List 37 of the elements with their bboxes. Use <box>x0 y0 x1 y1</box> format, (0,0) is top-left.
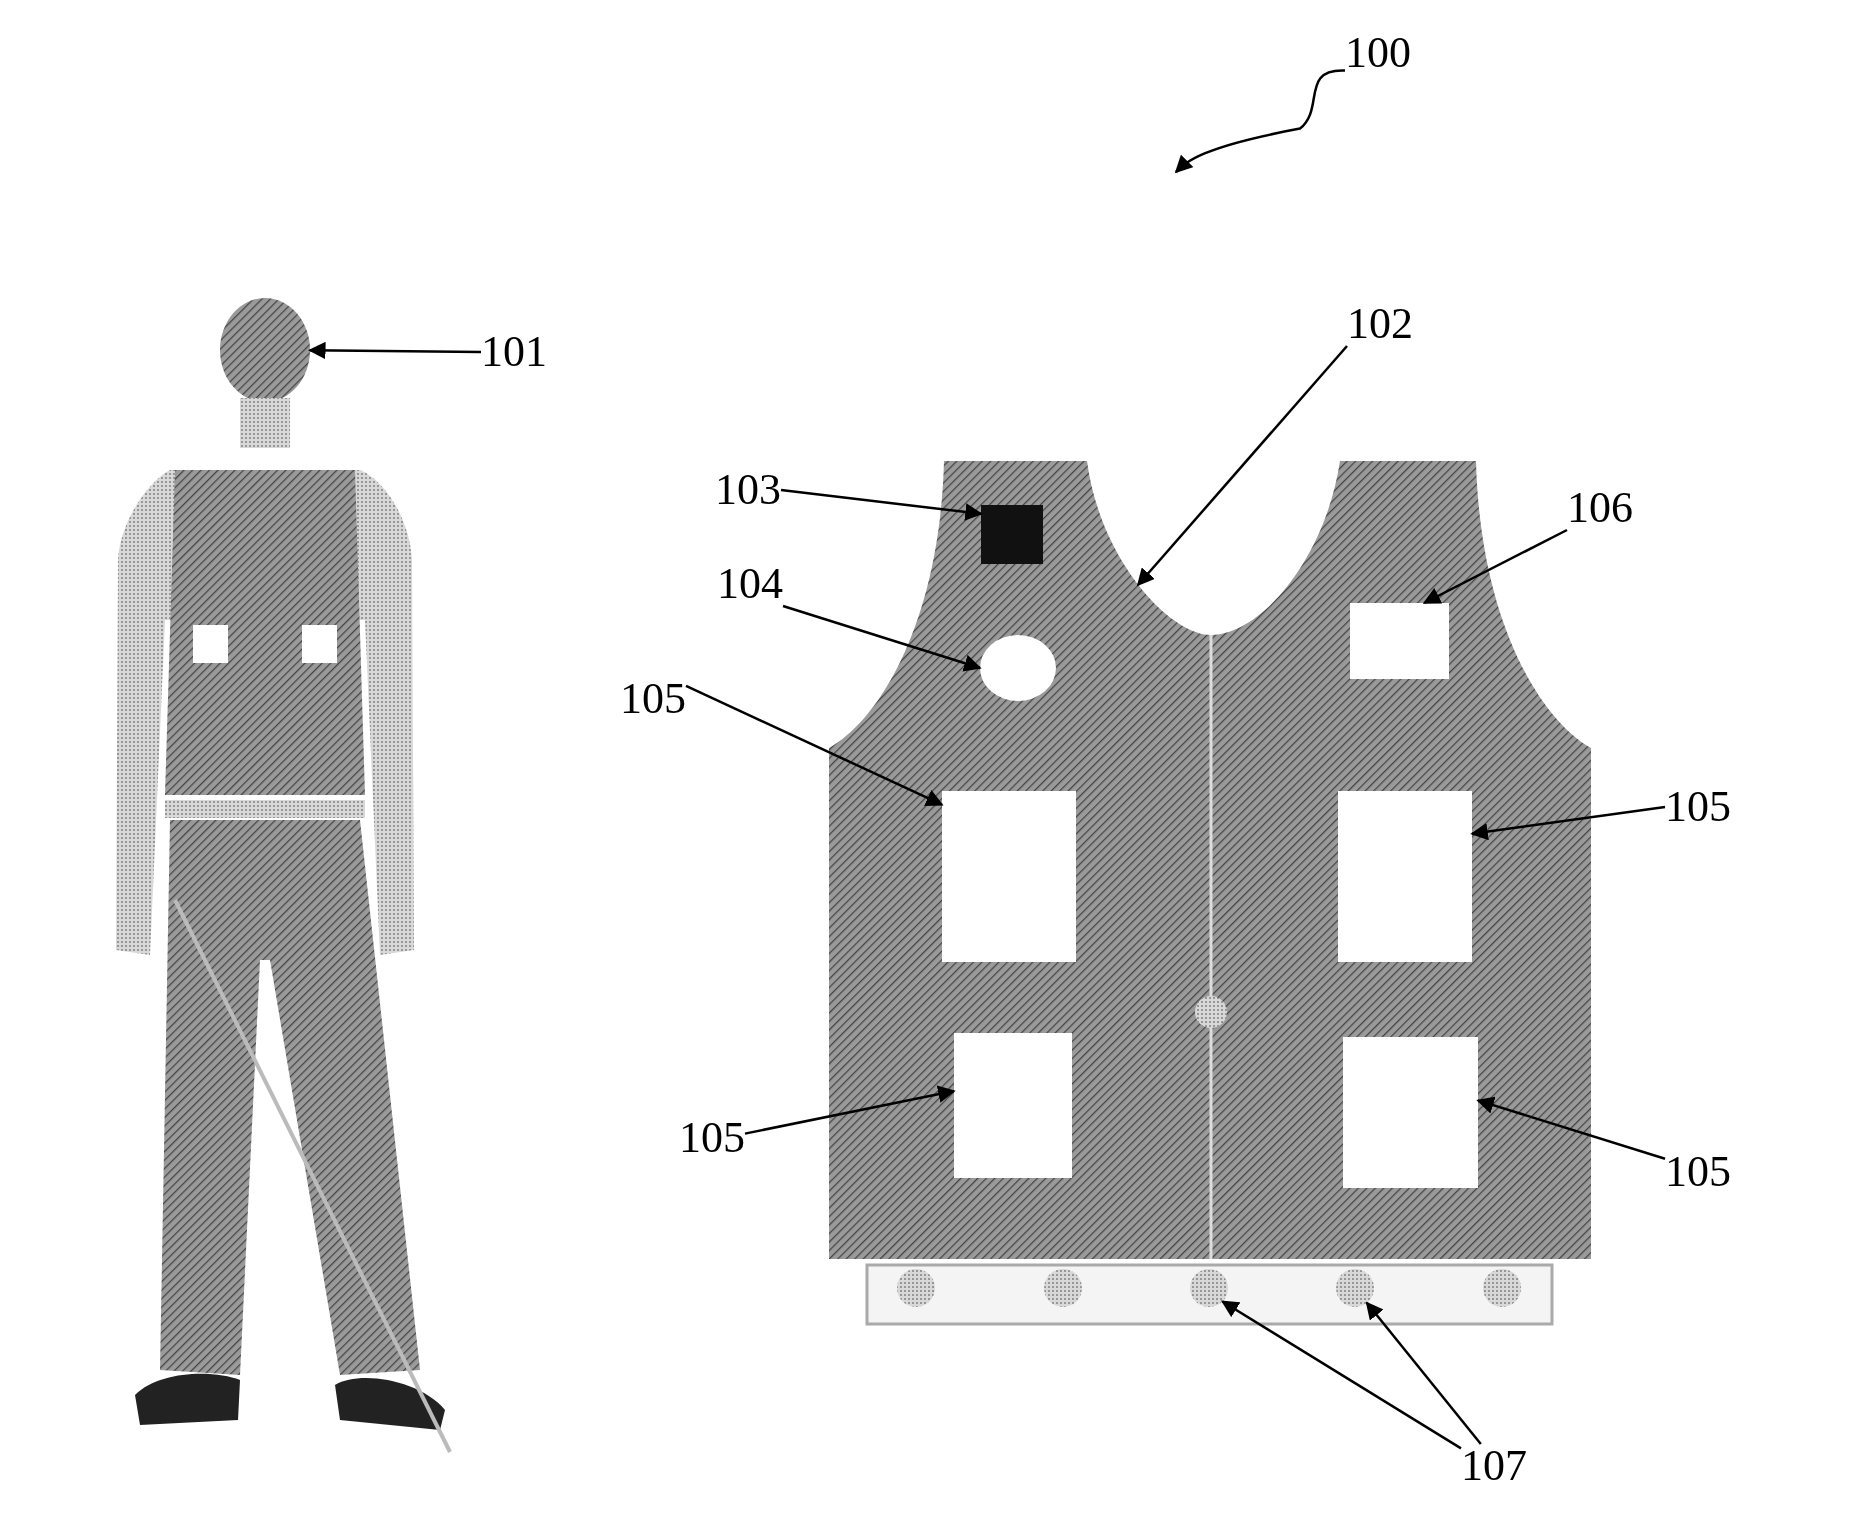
round-patch <box>980 635 1056 701</box>
callout-number: 103 <box>715 468 781 512</box>
leader-line <box>1136 345 1348 587</box>
small-panel <box>1350 603 1449 679</box>
sensor-square <box>981 505 1043 564</box>
callout-number: 106 <box>1567 486 1633 530</box>
leader-line <box>744 1085 956 1135</box>
callout-number: 101 <box>481 330 547 374</box>
belt-strip <box>865 1263 1554 1326</box>
leader-line <box>1476 1096 1666 1160</box>
leader-line <box>1422 528 1568 605</box>
callout-number: 105 <box>620 677 686 721</box>
dot <box>1483 1269 1521 1307</box>
leader-line <box>1365 1301 1482 1445</box>
callout-number: 105 <box>1665 785 1731 829</box>
callout-number: 105 <box>1665 1150 1731 1194</box>
leader-line <box>782 604 982 672</box>
callout-number: 102 <box>1347 302 1413 346</box>
callout-number: 107 <box>1461 1444 1527 1488</box>
dot <box>1336 1269 1374 1307</box>
callout-number: 105 <box>679 1116 745 1160</box>
leader-line <box>1220 1300 1462 1450</box>
panel <box>1343 1037 1478 1188</box>
callout-number: 100 <box>1345 31 1411 75</box>
panel <box>954 1033 1072 1178</box>
dot <box>1190 1269 1228 1307</box>
arrow <box>1174 69 1346 174</box>
person-drawing <box>116 298 452 1453</box>
leader-line <box>308 341 481 360</box>
dot <box>1044 1269 1082 1307</box>
panel <box>1338 791 1472 962</box>
panel <box>942 791 1076 962</box>
dot <box>897 1269 935 1307</box>
callout-number: 104 <box>717 562 783 606</box>
leader-line <box>1470 805 1666 841</box>
leader-line <box>685 684 944 806</box>
leader-line <box>780 488 983 521</box>
